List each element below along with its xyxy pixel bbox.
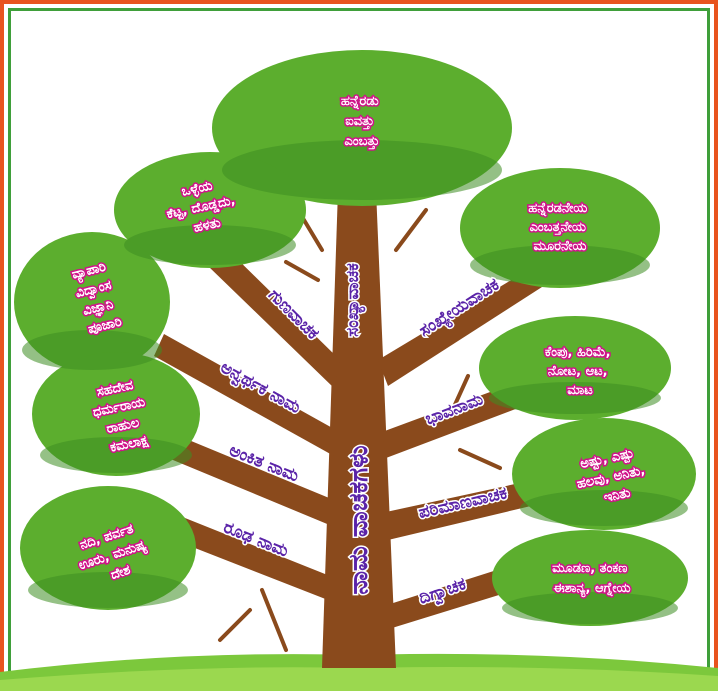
- foliage-shadows: [22, 140, 688, 624]
- branch-right-low: [386, 476, 556, 540]
- trunk-and-branches: [144, 190, 556, 668]
- example-bhavanama: ಕೆಂಪು, ಹಿರಿಮೆ, ನೋಟ, ಆಟ, ಮಾಟ: [545, 345, 615, 398]
- branch-left-mid2: [144, 424, 334, 526]
- branch-left-upper: [208, 248, 340, 388]
- branch-left-mid1: [154, 334, 336, 456]
- example-sankhyavachaka: ಹನ್ನೆರಡು ಐವತ್ತು ಎಂಬತ್ತು: [341, 94, 383, 149]
- branch-left-low: [154, 508, 330, 600]
- branch-right-upper: [378, 258, 556, 386]
- diagram-title: ನಾಮ ವಾಚಕಗಳು: [344, 445, 374, 594]
- trunk: [322, 190, 396, 668]
- grass-highlight: [0, 667, 718, 691]
- branch-label-sankhyavachaka: ಸಂಖ್ಯಾವಾಚಕ: [343, 263, 366, 337]
- inner-border: [8, 8, 710, 691]
- example-digvachaka: ಮೂಡಣ, ತಂಕಣ ಈಶಾನ್ಯ, ಆಗ್ನೇಯ: [552, 561, 632, 598]
- example-sankhyeyavachaka: ಹನ್ನೆರಡನೇಯ ಎಂಬತ್ತನೇಯ ಮೂರನೇಯ: [528, 201, 592, 254]
